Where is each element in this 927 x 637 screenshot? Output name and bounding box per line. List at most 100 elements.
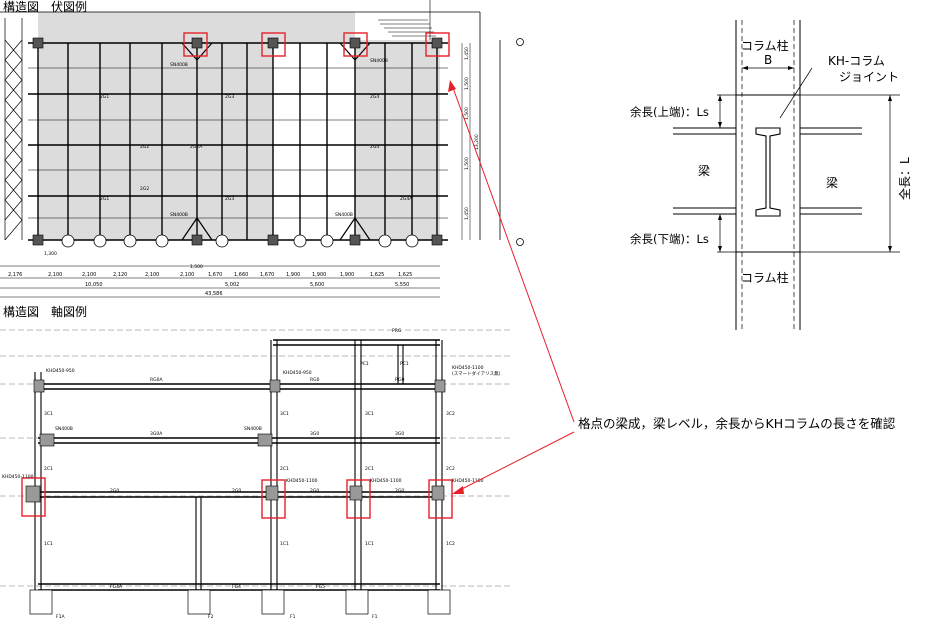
plan-beams-vertical (37, 43, 438, 240)
elevation-footing-mark: FG4A (110, 584, 123, 590)
callout-arrows (451, 84, 575, 493)
plan-bracket-label: SN400B (170, 212, 188, 218)
elevation-kh-label: KHD450-1100 (2, 474, 34, 480)
detail-dimensions (717, 67, 900, 253)
elevation-column-mark: 1C1 (280, 541, 289, 547)
elevation-kh-label: KHD450-1100 (452, 478, 484, 484)
plan-highlight-boxes (183, 32, 450, 57)
detail-lower-length: 余長(下端)：Ls (630, 232, 709, 246)
plan-grid-dim: 2,176 (8, 272, 22, 278)
detail-total-length: 全長：L (897, 157, 912, 200)
elevation-beam-mark: 2G0 (232, 488, 241, 494)
elevation-column-mark: 3C1 (44, 411, 53, 417)
plan-section-markers (516, 38, 524, 246)
elevation-kh-label: KHD450-950 (46, 368, 75, 374)
plan-beam-mark: 2G4A (400, 196, 413, 202)
elevation-section-title: 構造図 軸図例 (3, 305, 88, 319)
elevation-beam-mark: RG0 (395, 377, 405, 383)
detail-dimension-arrowheads (718, 66, 892, 252)
plan-span-dim: 5,002 (225, 282, 239, 288)
plan-grid-dim: 2,120 (113, 272, 127, 278)
plan-beam-mark: 2G4 (370, 94, 379, 100)
callout-arrowheads (448, 80, 464, 494)
elevation-beam-mark: 2G0 (395, 488, 404, 494)
plan-pile-markers (61, 234, 419, 248)
detail-beams (673, 127, 862, 215)
detail-column-label-top: コラム柱 (741, 38, 789, 53)
plan-grid-dim: 2,100 (180, 272, 194, 278)
detail-kh-label-1: KH-コラム (828, 54, 885, 68)
elevation-footing-mark: F2 (208, 614, 214, 620)
elevation-beam-mark: 2G0 (310, 488, 319, 494)
plan-beam-mark: 2G4 (370, 144, 379, 150)
detail-h-section (755, 127, 781, 217)
plan-grid-dim: 2,100 (145, 272, 159, 278)
plan-grid-dim: 1,670 (260, 272, 274, 278)
elevation-column-mark: 1C1 (365, 541, 374, 547)
elevation-column-mark: 1C2 (446, 541, 455, 547)
elevation-kh-label: KHD450-950 (283, 370, 312, 376)
plan-small-dim: 1,500 (190, 264, 203, 270)
plan-beam-mark: 2G1 (100, 196, 109, 202)
elevation-penthouse-mark: PC1 (400, 361, 409, 367)
plan-grid-dim: 1,660 (234, 272, 248, 278)
plan-beam-mark: 2G2 (140, 186, 149, 192)
elevation-sn-label: SN400B (244, 426, 262, 432)
elevation-penthouse-mark: PC1 (360, 361, 369, 367)
plan-total-dim: 43,586 (205, 291, 223, 297)
plan-right-dimension-lines (461, 43, 471, 240)
elevation-beam-mark: 3G0 (310, 431, 319, 437)
plan-span-dim: 5,550 (395, 282, 409, 288)
plan-grid-dim: 1,900 (286, 272, 300, 278)
elevation-column-mark: 2C1 (280, 466, 289, 472)
plan-grid-dim: 1,670 (208, 272, 222, 278)
elevation-column-mark: 3C2 (446, 411, 455, 417)
plan-small-dim: 1,300 (44, 251, 57, 257)
plan-right-dim: 1,500 (464, 107, 470, 120)
elevation-note-small: (スマートダイアリス無) (452, 370, 501, 377)
plan-frame (0, 11, 501, 240)
plan-beam-mark: 2G2 (140, 144, 149, 150)
plan-span-dim: 5,600 (310, 282, 324, 288)
plan-beam-mark: 2G1 (100, 94, 109, 100)
plan-slab-shade-right (355, 40, 440, 240)
plan-grid-dim: 1,900 (340, 272, 354, 278)
plan-right-dim: 13,200 (474, 134, 480, 150)
plan-right-dim: 1,450 (464, 47, 470, 60)
elevation-beam-mark: 2G0 (110, 488, 119, 494)
elevation-footing-mark: FG5 (316, 584, 325, 590)
plan-right-dim: 1,450 (464, 207, 470, 220)
elevation-column-mark: 1C1 (44, 541, 53, 547)
detail-column-label-b: B (764, 53, 772, 67)
plan-grid-dim: 1,625 (398, 272, 412, 278)
plan-stair-hatch (378, 0, 436, 40)
plan-span-dim: 10,050 (85, 282, 103, 288)
elevation-penthouse-mark: PRG (392, 328, 402, 334)
elevation-highlight-boxes (21, 477, 453, 519)
detail-column (735, 20, 801, 330)
plan-beam-mark: 2G3 (225, 196, 234, 202)
elevation-column-mark: 2C2 (446, 466, 455, 472)
elevation-beam-mark: 3G0A (150, 431, 163, 437)
elevation-beams (38, 339, 440, 591)
plan-dimension-lines (0, 265, 440, 298)
elevation-beam-mark: RG0A (150, 377, 163, 383)
plan-beam-mark: 2G3 (225, 94, 234, 100)
elevation-footings (29, 589, 451, 615)
elevation-kh-label: KHD450-1100 (452, 365, 484, 371)
plan-right-dim: 1,500 (464, 157, 470, 170)
elevation-column-mark: 2C1 (365, 466, 374, 472)
plan-beams-horizontal-thin (28, 67, 448, 219)
plan-bracket-label: SN400B (170, 62, 188, 68)
elevation-footing-mark: F1A (56, 614, 65, 620)
detail-kh-label-2: ジョイント (839, 70, 899, 84)
elevation-beam-mark: RG0 (310, 377, 320, 383)
detail-beam-left: 梁 (698, 163, 710, 178)
elevation-column-mark: 2C1 (44, 466, 53, 472)
plan-bracket-label: SN400B (335, 212, 353, 218)
